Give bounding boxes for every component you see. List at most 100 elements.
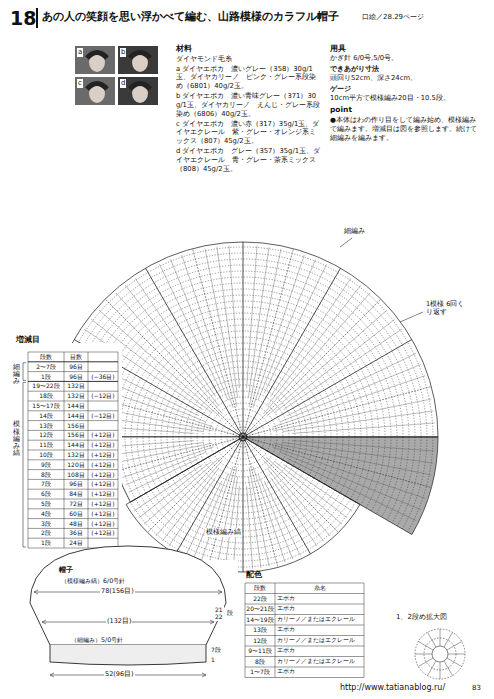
chevron-line (170, 259, 227, 400)
table-head: 段数 (28, 352, 64, 362)
table-head: 目数 (64, 352, 88, 362)
table-head: 糸名 (275, 583, 364, 593)
table-cell: 20〜21段 (245, 604, 275, 614)
chevron-line (292, 423, 435, 433)
table-rule (28, 538, 118, 539)
table-cell: 18段 (28, 391, 64, 401)
table-cell: カリーノ／またはエクレール (277, 657, 355, 665)
leader-line (340, 238, 352, 247)
table-rule (28, 518, 118, 519)
enlarged-stitch (444, 661, 453, 676)
wedge-line (130, 437, 243, 502)
photo-letter: b (120, 48, 126, 57)
table-cell: 6段 (28, 489, 64, 499)
table-cell: 13段 (28, 421, 64, 431)
table-cell: 1〜7段 (245, 667, 275, 677)
table-rule (28, 508, 118, 509)
dimension: (132目) (106, 617, 132, 625)
material-text: d ダイヤエポカ グレー（357）35g/1玉、ダイヤエクレール 青・グレー・茶… (176, 147, 321, 173)
table-cell: 48目 (64, 519, 88, 529)
table-rule (245, 593, 364, 594)
table-cell: 3段 (28, 519, 64, 529)
section-head: 用具 (330, 44, 346, 54)
table-rule (28, 430, 118, 431)
chevron-line (258, 474, 293, 559)
table-rule (245, 677, 364, 678)
chevron-line (249, 467, 269, 566)
table-cell: カリーノ／またはエクレール (277, 636, 355, 644)
section-head: point (330, 105, 480, 115)
row-number: 7段 (210, 646, 222, 654)
section-head: ゲージ (330, 85, 480, 94)
table-cell: 1段 (28, 372, 64, 382)
table-cell: 156目 (64, 421, 88, 431)
table-title: 増減目 (16, 335, 40, 345)
table-cell: カリーノ／またはエクレール (277, 615, 355, 623)
note-text: ダイヤモンド毛糸 (176, 55, 321, 64)
table-cell: 144目 (64, 411, 88, 421)
chevron-line (266, 310, 387, 416)
wedge-line (243, 437, 311, 554)
table-cell: (−12目) (88, 411, 118, 421)
chart-label: 細編み (344, 227, 365, 236)
chevron-line (292, 441, 435, 451)
bracket (23, 382, 26, 547)
table-cell: 5段 (28, 499, 64, 509)
row-number: 段 (226, 609, 234, 617)
point-text: ●本体はわの作り目をして編み始め、模様編みで編みます。増減目は図を参照します。続… (330, 116, 480, 142)
hat-outline (30, 546, 226, 645)
table-cell: エポカ (277, 604, 295, 612)
stitch-row (356, 437, 373, 502)
photo (118, 77, 158, 105)
table-cell: 1段 (28, 538, 64, 548)
table-rule (275, 583, 276, 678)
table-cell: (+12目) (88, 499, 118, 509)
enlarged-stitch (418, 642, 433, 651)
photo-hat (87, 84, 107, 90)
wedge-line (243, 268, 341, 437)
center-line (243, 437, 338, 532)
center-line (193, 249, 243, 437)
chevron-line (275, 462, 348, 518)
table-cell: 120目 (64, 460, 88, 470)
ring-start (239, 433, 247, 441)
chevron-line (258, 259, 315, 400)
chevron-line (125, 285, 218, 405)
chevron-line (272, 376, 425, 427)
table-cell: 9〜11段 (245, 646, 275, 656)
enlarged-stitch (428, 632, 437, 647)
table-rule (28, 352, 118, 353)
page-title: あの人の笑顔を思い浮かべて編む、山路模様のカラフル帽子 (42, 10, 339, 24)
table-rule (64, 352, 65, 548)
chevron-line (119, 443, 213, 462)
chevron-line (287, 353, 416, 415)
chevron-line (225, 477, 237, 568)
table-ground (12, 343, 122, 553)
table-rule (245, 604, 364, 605)
table-cell: 10段 (28, 450, 64, 460)
part-name: 帽子 (58, 566, 74, 575)
enlarged-stitch (447, 642, 462, 651)
table-cell: 144目 (64, 440, 88, 450)
chevron-line (135, 278, 215, 396)
chevron-line (205, 249, 237, 407)
table-cell: (+12目) (88, 440, 118, 450)
wedge-line (243, 340, 412, 438)
table-cell: 12段 (245, 636, 275, 646)
row-number: 1 (210, 656, 216, 664)
table-cell: 108目 (64, 470, 88, 480)
chevron-line (275, 319, 395, 412)
table-cell: 13段 (245, 625, 275, 635)
table-rule (28, 469, 118, 470)
table-rule (28, 391, 118, 392)
stitch-row (209, 437, 214, 454)
table-rule (28, 440, 118, 441)
table-cell: 11段 (28, 440, 64, 450)
enlarged-stitch (415, 654, 432, 655)
photo (118, 46, 158, 74)
center-line (105, 299, 243, 437)
table-cell: 96目 (64, 362, 88, 372)
chevron-line (271, 478, 318, 547)
table-cell: エポカ (277, 667, 295, 675)
